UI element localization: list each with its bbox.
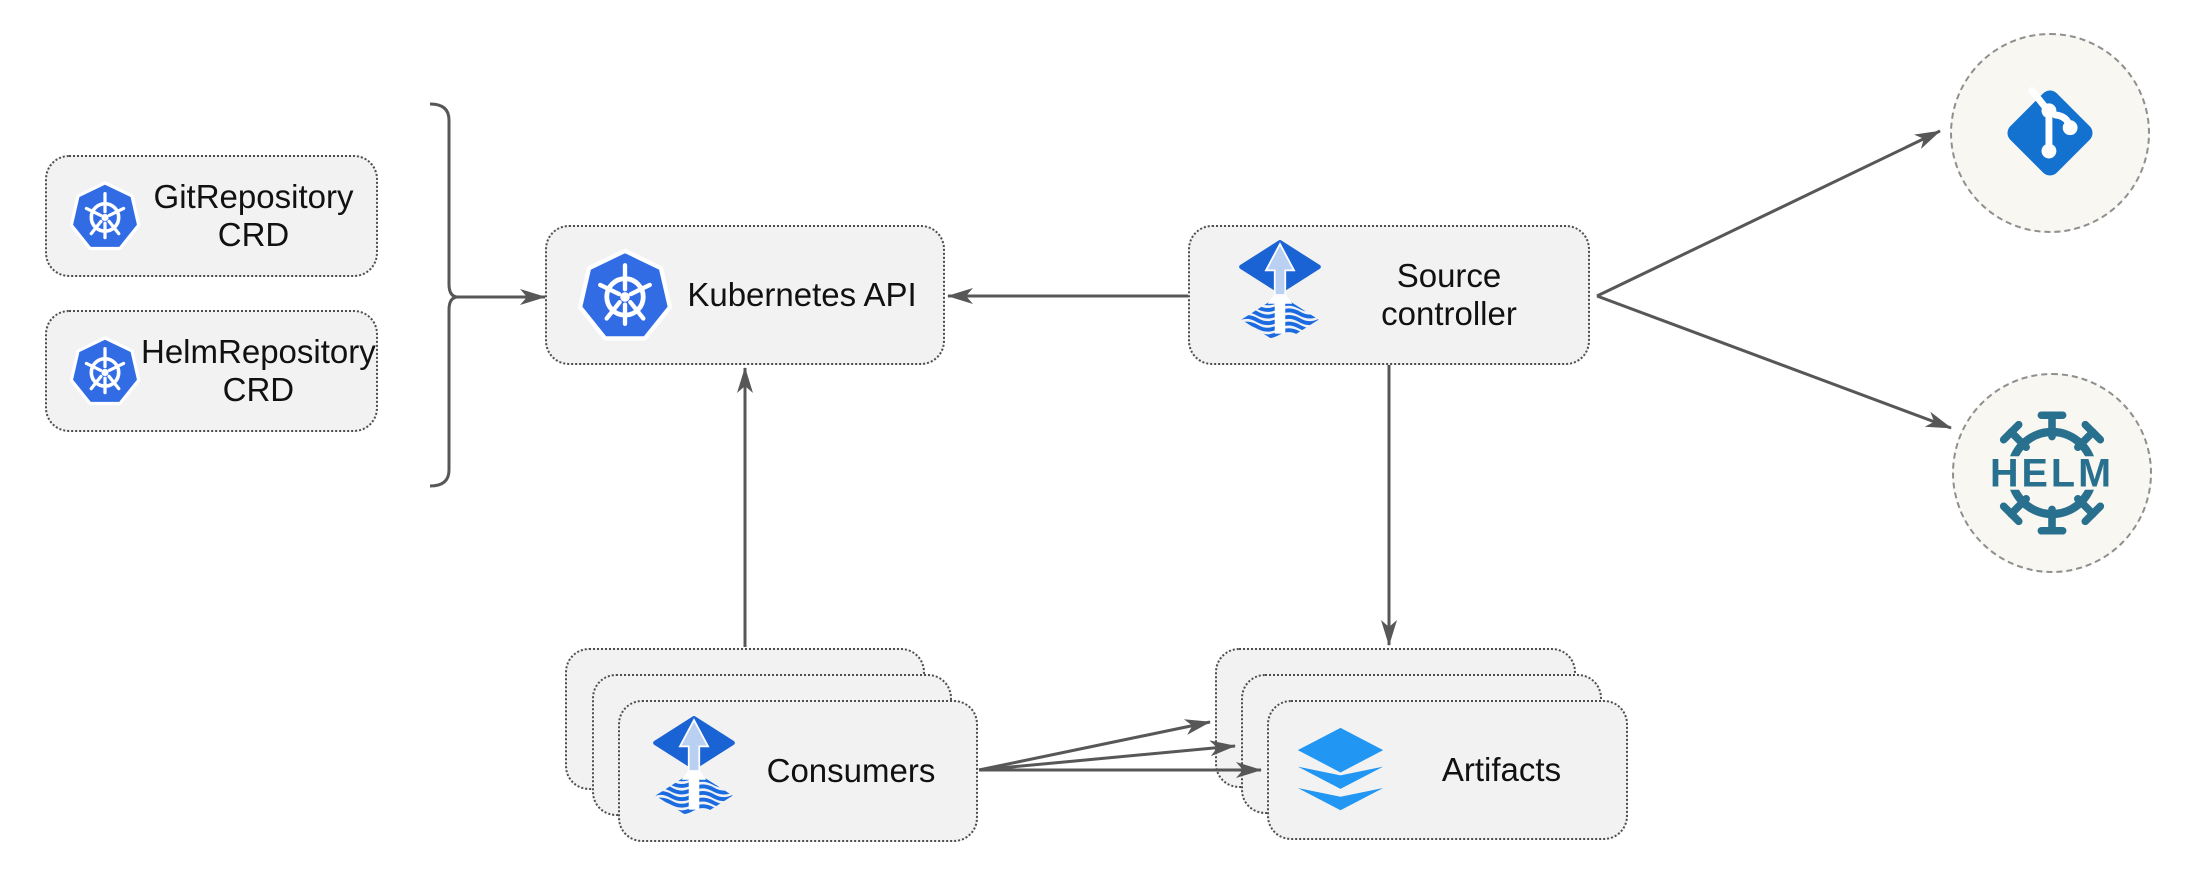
flux-source-icon [1236, 237, 1324, 353]
node-kubernetes-api: Kubernetes API [545, 225, 945, 365]
node-artifacts: Artifacts [1267, 700, 1628, 840]
crd-group-bracket [429, 102, 459, 488]
node-gitrepository-crd: GitRepository CRD [45, 155, 378, 277]
label-line: controller [1381, 295, 1517, 332]
layers-icon [1292, 722, 1389, 819]
edge-source-controller-to-git [1596, 129, 1941, 298]
kubernetes-icon [577, 247, 673, 343]
flux-source-icon [650, 713, 738, 829]
label-line: CRD [217, 216, 290, 253]
node-label: Consumers [738, 752, 964, 790]
node-label: Kubernetes API [673, 276, 931, 314]
endpoint-git-repository [1950, 33, 2150, 233]
label-line: GitRepository [153, 178, 354, 215]
kubernetes-icon [69, 180, 141, 252]
endpoint-helm-registry [1952, 373, 2152, 573]
node-consumers: Consumers [618, 700, 978, 842]
edge-consumers-to-artifacts-back [978, 719, 1211, 772]
node-label: GitRepository CRD [141, 178, 366, 254]
node-label: Artifacts [1389, 751, 1614, 789]
kubernetes-icon [69, 335, 141, 407]
git-icon [1997, 80, 2103, 186]
node-label: Source controller [1324, 257, 1574, 333]
label-line: CRD [222, 371, 295, 408]
helm-icon [1976, 397, 2128, 549]
node-helmrepository-crd: HelmRepository CRD [45, 310, 378, 432]
label-line: Source [1396, 257, 1502, 294]
edge-source-controller-to-helm [1596, 294, 1952, 430]
label-line: Artifacts [1441, 751, 1562, 788]
node-label: HelmRepository CRD [141, 333, 376, 409]
label-line: Consumers [766, 752, 936, 789]
label-line: Kubernetes API [687, 276, 917, 313]
node-source-controller: Source controller [1188, 225, 1590, 365]
label-line: HelmRepository [141, 333, 376, 370]
edge-consumers-to-artifacts-middle [978, 740, 1236, 772]
